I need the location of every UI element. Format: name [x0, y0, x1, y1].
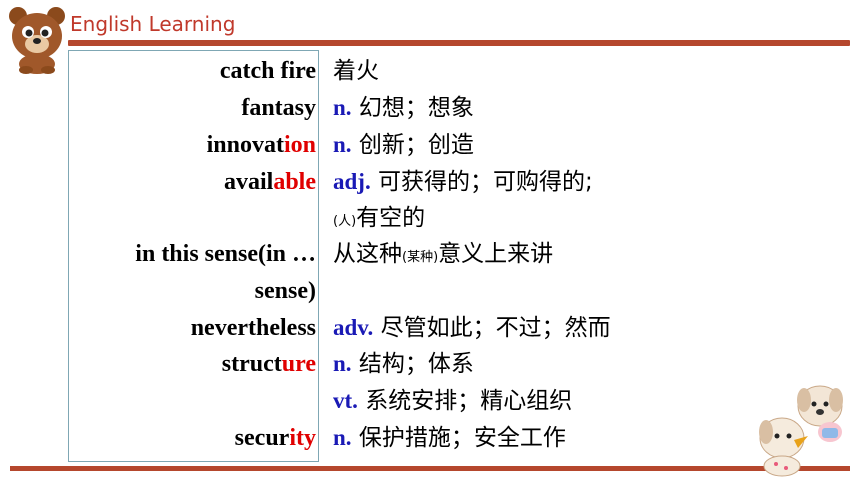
term: structure	[221, 351, 316, 377]
definition: 从这种(某种)意义上来讲	[333, 241, 554, 267]
definition: 着火	[333, 58, 379, 84]
definition: n. 创新；创造	[333, 132, 474, 158]
definition: adj. 可获得的；可购得的;	[333, 169, 593, 195]
term-column-box	[68, 50, 319, 462]
term: innovation	[206, 132, 316, 158]
bear-mascot-icon	[9, 7, 65, 74]
term: nevertheless	[190, 315, 316, 341]
term: sense)	[254, 278, 316, 304]
definition: (人)有空的	[333, 205, 426, 231]
term: catch fire	[219, 58, 316, 84]
definition: n. 保护措施；安全工作	[333, 425, 566, 451]
footer-divider	[10, 466, 850, 471]
header-divider	[68, 40, 850, 46]
puppy-mascots-icon	[759, 385, 843, 477]
page-title: English Learning	[70, 12, 236, 36]
term: security	[234, 425, 316, 451]
definition: n. 结构；体系	[333, 351, 474, 377]
definition: adv. 尽管如此；不过；然而	[333, 315, 611, 341]
definition: n. 幻想；想象	[333, 95, 474, 121]
term: available	[223, 169, 316, 195]
term: in this sense(in …	[135, 241, 316, 267]
term: fantasy	[241, 95, 316, 121]
definition: vt. 系统安排；精心组织	[333, 388, 573, 414]
